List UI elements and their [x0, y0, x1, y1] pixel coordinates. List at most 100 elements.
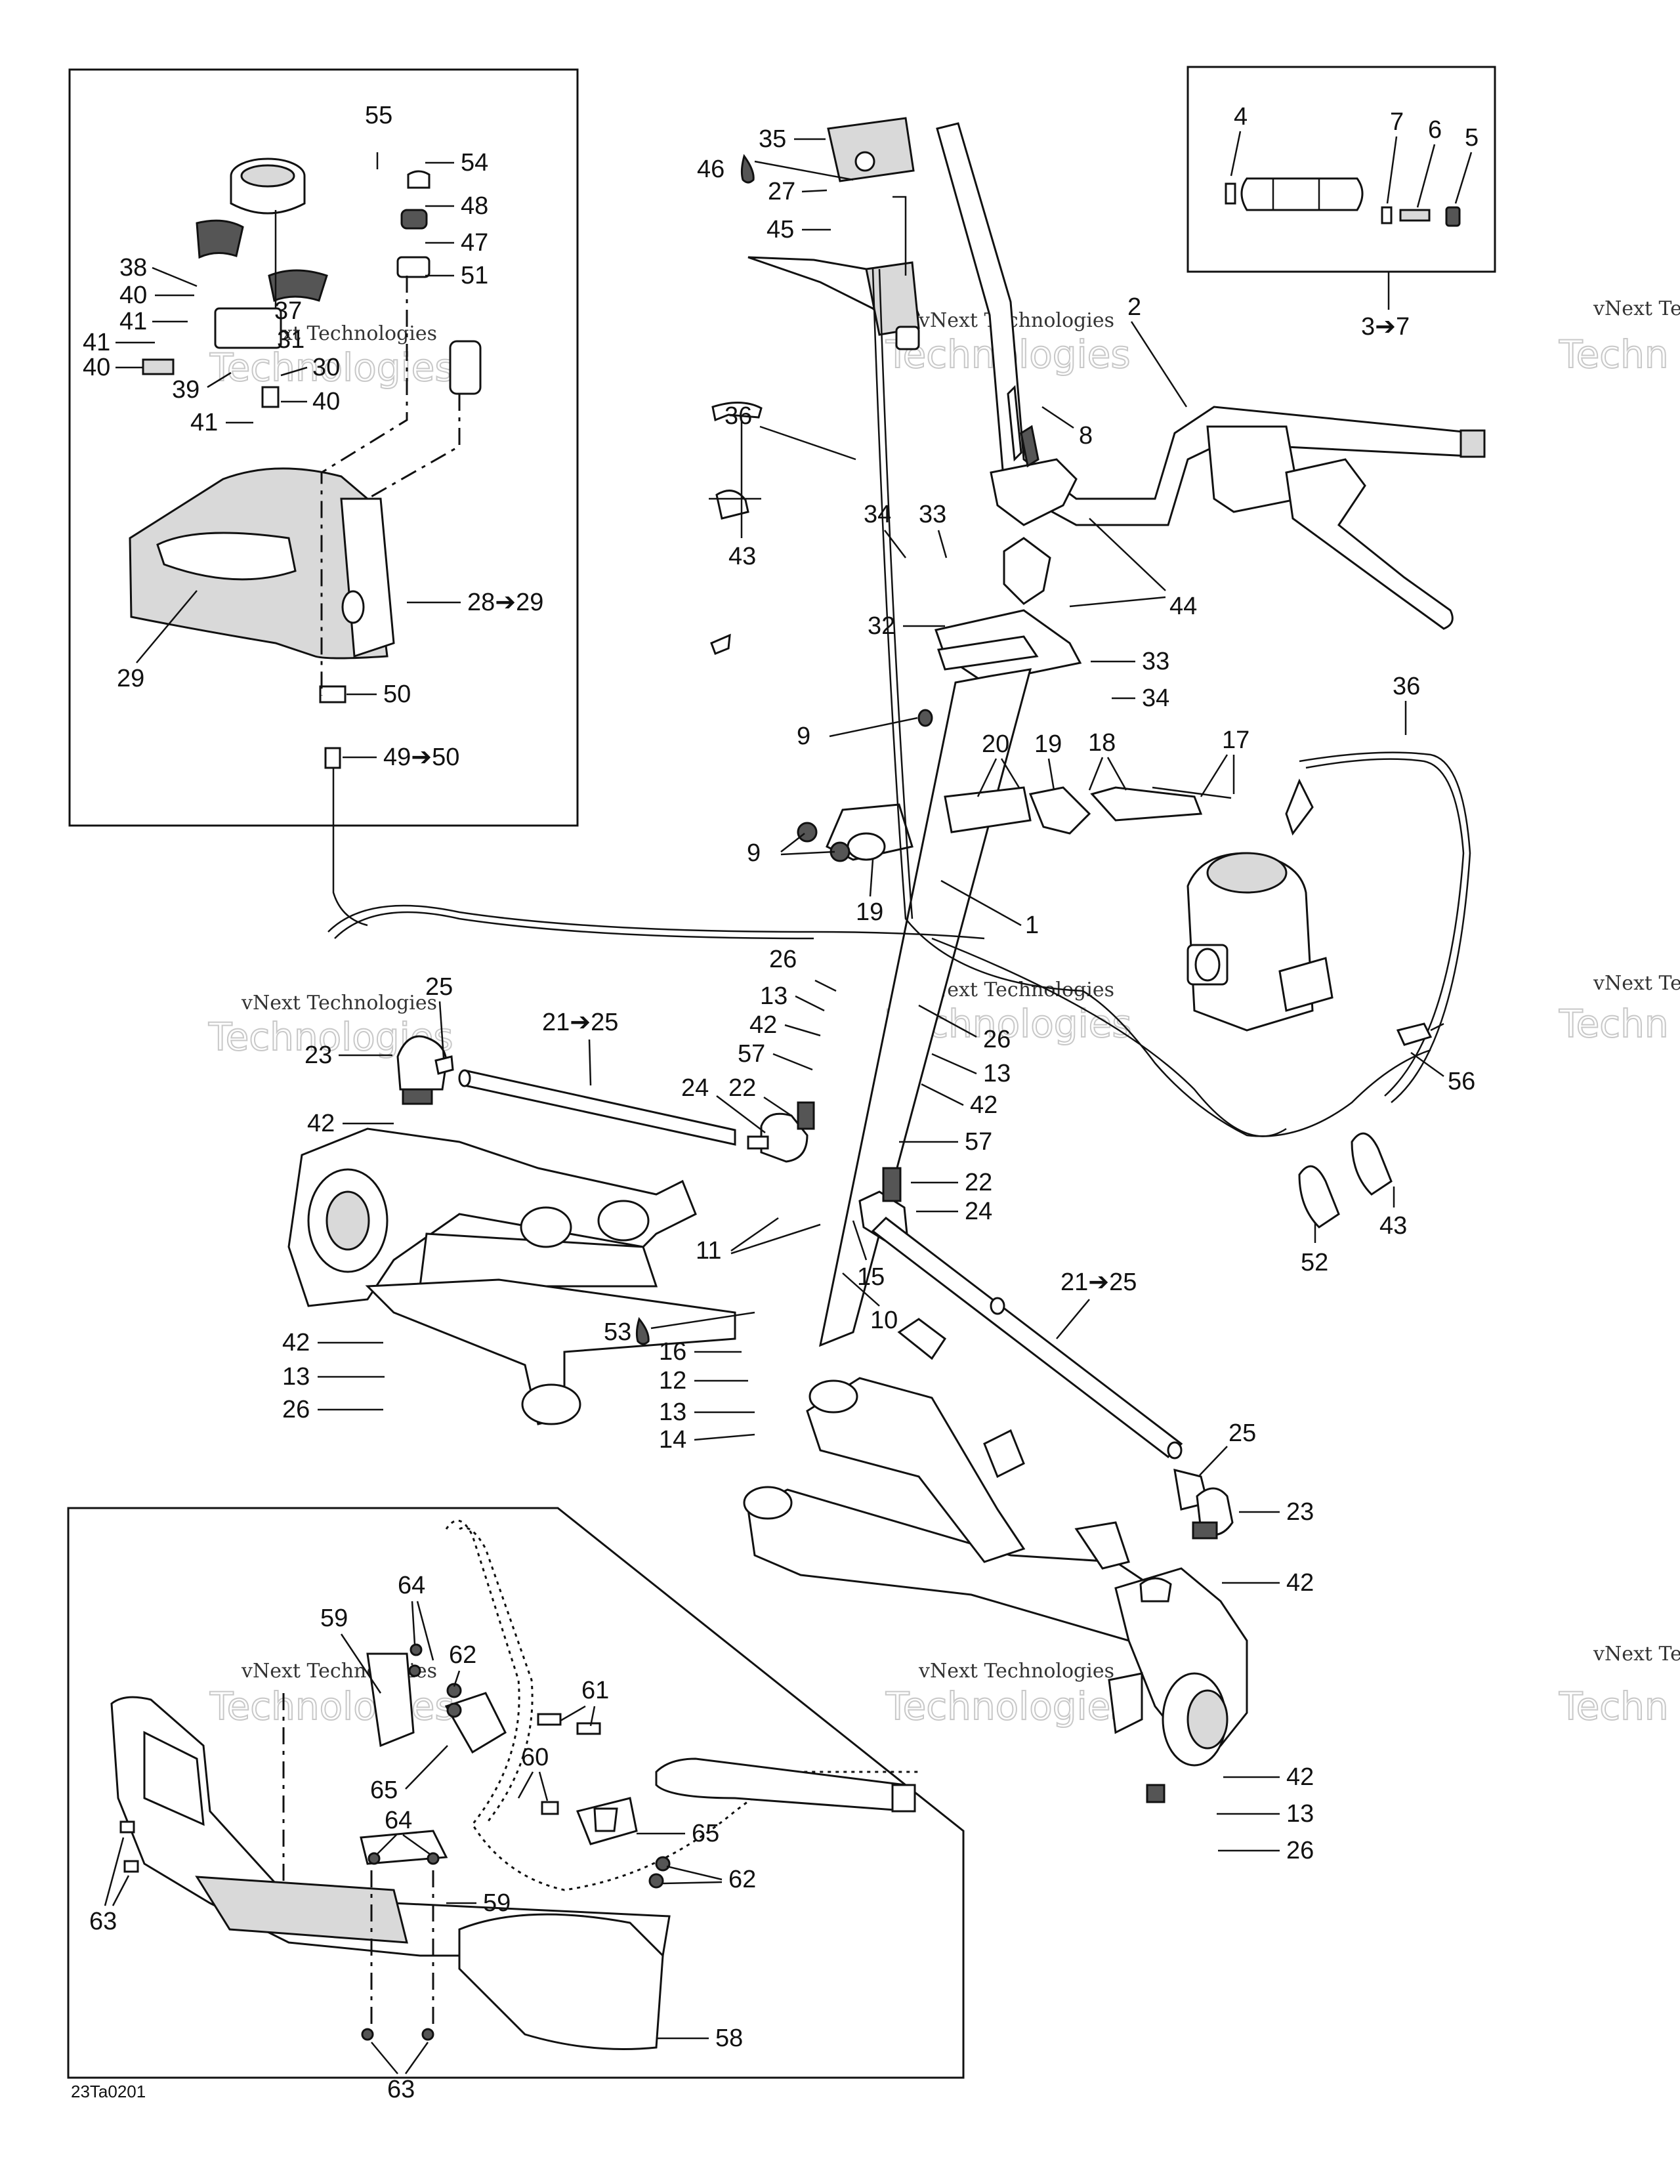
handlebar-assembly	[327, 117, 1486, 1347]
throttle-inset-labels: 55 54 48 47 51 38 40 37 41 31 41 40 30 3…	[83, 102, 543, 771]
svg-text:60: 60	[521, 1744, 549, 1771]
svg-text:28➔29: 28➔29	[467, 589, 543, 616]
svg-text:49➔50: 49➔50	[383, 744, 459, 771]
svg-text:Technologies: Technologies	[209, 1684, 455, 1729]
svg-text:58: 58	[715, 2025, 743, 2052]
watermarks: Technologies vNext Technologies Technolo…	[207, 297, 1680, 1729]
svg-text:33: 33	[1142, 648, 1169, 675]
throttle-housing-group	[129, 152, 482, 927]
svg-text:Technologies: Technologies	[885, 1684, 1131, 1729]
main-labels: 35 46 27 45 2 8 36 43 34 33 44 32 33 34 …	[282, 125, 1475, 1864]
svg-text:57: 57	[965, 1128, 992, 1156]
svg-text:24: 24	[681, 1074, 709, 1102]
svg-text:vNext Te: vNext Te	[1593, 297, 1680, 320]
svg-text:55: 55	[365, 102, 392, 129]
svg-text:6: 6	[1428, 116, 1442, 144]
svg-text:8: 8	[1079, 422, 1093, 450]
svg-text:39: 39	[172, 376, 200, 404]
svg-text:41: 41	[119, 308, 147, 335]
svg-text:43: 43	[728, 543, 756, 570]
svg-text:vNext Technologies: vNext Technologies	[918, 309, 1114, 332]
svg-text:36: 36	[1393, 673, 1420, 700]
svg-text:4: 4	[1234, 103, 1248, 131]
svg-text:17: 17	[1222, 726, 1250, 754]
svg-text:26: 26	[1286, 1837, 1314, 1864]
svg-text:19: 19	[1034, 730, 1062, 758]
svg-text:64: 64	[385, 1807, 412, 1834]
svg-text:22: 22	[965, 1169, 992, 1196]
suspension-assembly	[287, 1035, 1248, 1803]
svg-text:45: 45	[766, 216, 794, 243]
svg-text:23: 23	[304, 1041, 332, 1069]
svg-text:10: 10	[870, 1307, 898, 1334]
svg-text:57: 57	[738, 1040, 765, 1068]
svg-text:31: 31	[277, 326, 304, 354]
svg-text:vNext Te: vNext Te	[1593, 972, 1680, 995]
svg-text:12: 12	[659, 1367, 686, 1395]
svg-text:65: 65	[370, 1776, 398, 1804]
svg-text:26: 26	[983, 1026, 1011, 1053]
svg-text:62: 62	[449, 1641, 476, 1669]
svg-text:44: 44	[1169, 593, 1197, 620]
svg-text:42: 42	[1286, 1569, 1314, 1597]
svg-text:40: 40	[119, 282, 147, 309]
svg-text:19: 19	[856, 898, 883, 926]
inset-box-throttle	[68, 68, 579, 827]
svg-text:37: 37	[274, 297, 302, 325]
svg-text:5: 5	[1465, 124, 1479, 152]
svg-text:18: 18	[1088, 729, 1116, 757]
svg-text:59: 59	[483, 1889, 511, 1917]
svg-text:51: 51	[461, 262, 488, 289]
svg-text:53: 53	[604, 1318, 631, 1346]
inset-box-grip	[1186, 66, 1496, 273]
svg-text:42: 42	[970, 1091, 998, 1119]
svg-text:59: 59	[320, 1605, 348, 1632]
svg-text:36: 36	[724, 402, 752, 430]
svg-text:40: 40	[83, 354, 110, 381]
svg-text:Techn: Techn	[1559, 1684, 1669, 1729]
svg-text:29: 29	[117, 665, 144, 692]
svg-text:33: 33	[919, 501, 946, 528]
handguard-inset: 64 59 62 61 60 65 65 64 59 62 63 58 63	[89, 1519, 919, 2103]
svg-text:25: 25	[1228, 1419, 1256, 1447]
svg-text:3➔7: 3➔7	[1361, 313, 1410, 341]
inset-box-handguard	[67, 1507, 965, 2079]
svg-text:48: 48	[461, 192, 488, 220]
svg-text:26: 26	[282, 1396, 310, 1423]
leader-dash-b	[367, 394, 461, 500]
svg-text:13: 13	[1286, 1800, 1314, 1828]
svg-text:47: 47	[461, 229, 488, 257]
svg-text:42: 42	[282, 1329, 310, 1356]
svg-text:2: 2	[1127, 293, 1141, 321]
svg-text:61: 61	[581, 1677, 609, 1704]
svg-text:Technologies: Technologies	[209, 345, 455, 390]
svg-text:32: 32	[868, 612, 895, 640]
svg-text:25: 25	[425, 973, 453, 1001]
svg-text:41: 41	[83, 329, 110, 356]
svg-text:15: 15	[857, 1263, 885, 1291]
grip-inset: 4 7 6 5 3➔7	[1225, 103, 1479, 341]
svg-text:Techn: Techn	[1559, 332, 1669, 377]
svg-text:65: 65	[692, 1820, 719, 1847]
svg-text:27: 27	[768, 178, 795, 205]
svg-text:13: 13	[760, 982, 788, 1010]
svg-text:52: 52	[1301, 1249, 1328, 1276]
svg-text:35: 35	[759, 125, 786, 153]
svg-text:vNext Technologies: vNext Technologies	[241, 992, 437, 1015]
svg-text:20: 20	[982, 730, 1009, 758]
svg-text:40: 40	[312, 388, 340, 415]
svg-text:22: 22	[728, 1074, 756, 1102]
svg-text:38: 38	[119, 254, 147, 282]
svg-text:vNext Technologies: vNext Technologies	[918, 1660, 1114, 1683]
svg-text:64: 64	[398, 1572, 425, 1599]
svg-text:13: 13	[983, 1060, 1011, 1087]
svg-text:16: 16	[659, 1338, 686, 1366]
svg-text:62: 62	[728, 1866, 756, 1893]
svg-text:9: 9	[747, 839, 761, 867]
svg-text:63: 63	[89, 1908, 117, 1935]
svg-text:24: 24	[965, 1198, 992, 1225]
svg-text:13: 13	[282, 1363, 310, 1391]
diagram-code: 23Ta0201	[71, 2082, 146, 2101]
svg-text:30: 30	[312, 354, 340, 381]
